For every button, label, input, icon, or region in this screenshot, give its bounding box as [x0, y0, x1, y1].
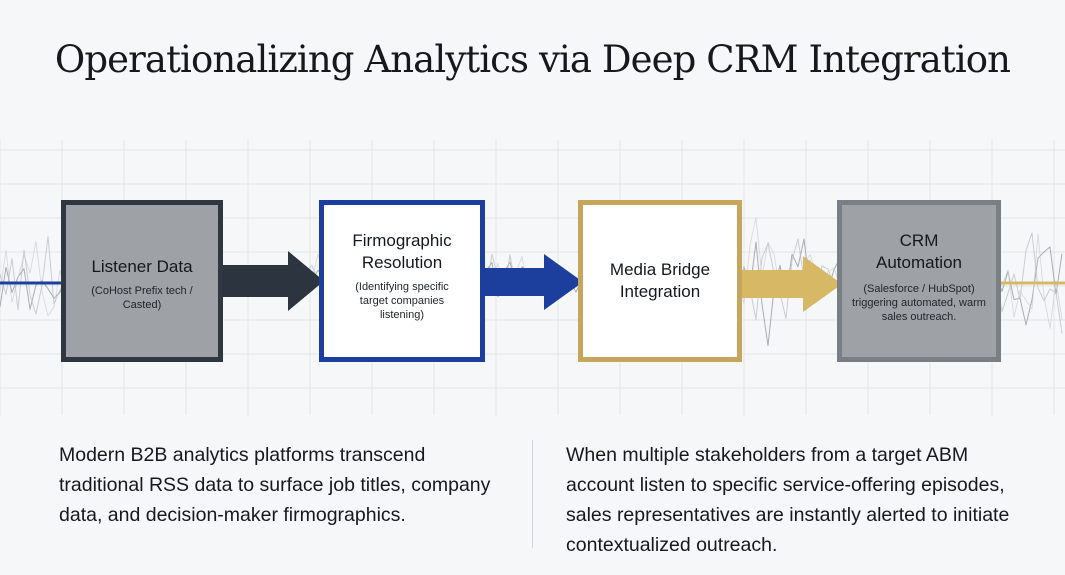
node-title: Listener Data — [91, 257, 193, 276]
node-media-bridge-integration: Media Bridge Integration — [578, 200, 742, 362]
node-title: Firmographic Resolution — [352, 231, 452, 272]
node-subtitle: (Salesforce / HubSpot) triggering automa… — [852, 283, 986, 323]
flow-arrow-2 — [485, 254, 583, 310]
flow-arrow-3 — [742, 256, 842, 312]
node-title: CRM Automation — [876, 231, 962, 272]
page-title: Operationalizing Analytics via Deep CRM … — [54, 38, 1011, 81]
node-subtitle: (Identifying specific target companies l… — [355, 281, 449, 321]
node-crm-automation: CRM Automation (Salesforce / HubSpot) tr… — [837, 200, 1001, 362]
node-listener-data: Listener Data (CoHost Prefix tech / Cast… — [61, 200, 223, 362]
paragraph-left: Modern B2B analytics platforms transcend… — [59, 444, 491, 526]
node-subtitle: (CoHost Prefix tech / Casted) — [91, 285, 193, 311]
node-title: Media Bridge Integration — [609, 260, 711, 301]
flow-arrow-1 — [223, 251, 324, 311]
paragraph-right: When multiple stakeholders from a target… — [566, 444, 1010, 556]
node-firmographic-resolution: Firmographic Resolution (Identifying spe… — [319, 200, 485, 362]
column-divider — [532, 440, 533, 548]
